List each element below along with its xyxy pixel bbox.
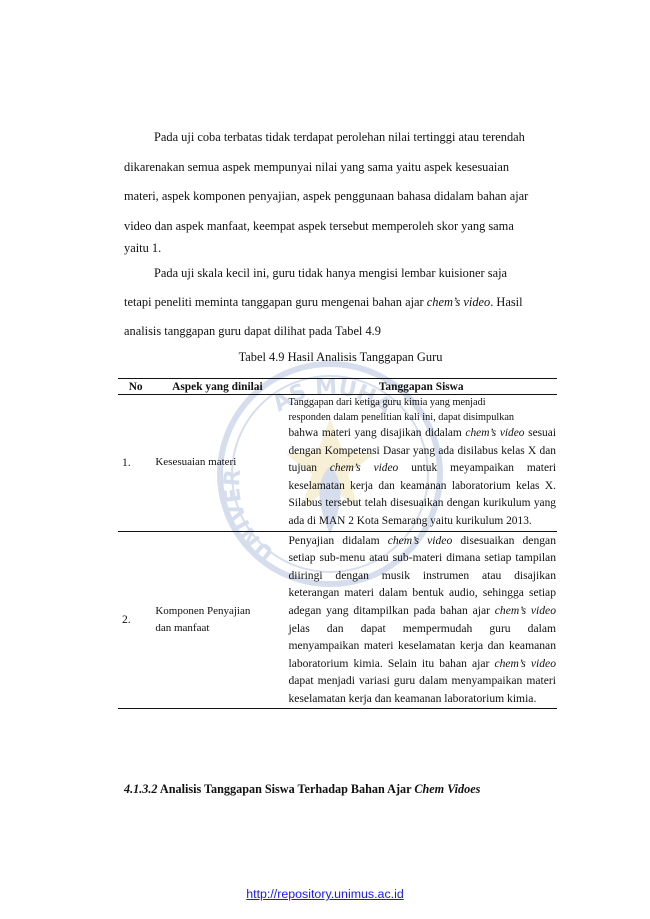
row-aspect: Kesesuaian materi — [149, 394, 286, 532]
paragraph-2-line: tetapi peneliti meminta tanggapan guru m… — [124, 294, 523, 309]
table-row: 2. Komponen Penyajian dan manfaat Penyaj… — [118, 531, 557, 709]
table-header-row: No Aspek yang dinilai Tanggapan Siswa — [118, 378, 557, 395]
paragraph-1: Pada uji coba terbatas tidak terdapat pe… — [124, 123, 557, 255]
header-no: No — [118, 378, 150, 395]
paragraph-2-line: Pada uji skala kecil ini, guru tidak han… — [154, 266, 508, 280]
section-title: Analisis Tanggapan Siswa Terhadap Bahan … — [157, 782, 415, 796]
section-title-italic: Chem Vidoes — [414, 782, 481, 796]
response-table: No Aspek yang dinilai Tanggapan Siswa 1.… — [118, 378, 557, 709]
paragraph-2-line: analisis tanggapan guru dapat dilihat pa… — [124, 323, 381, 338]
repository-link[interactable]: http://repository.unimus.ac.id — [246, 887, 404, 901]
footer: http://repository.unimus.ac.id — [0, 887, 650, 901]
table-row: 1. Kesesuaian materi Tanggapan dari keti… — [118, 394, 557, 532]
row-aspect: Komponen Penyajian dan manfaat — [149, 531, 286, 709]
table-caption: Tabel 4.9 Hasil Analisis Tanggapan Guru — [238, 350, 443, 364]
row-response: Tanggapan dari ketiga guru kimia yang me… — [285, 394, 557, 532]
paragraph-1-line: dikarenakan semua aspek mempunyai nilai … — [124, 159, 510, 174]
paragraph-1-line: video dan aspek manfaat, keempat aspek t… — [124, 218, 514, 233]
row-response: Penyajian didalam chem’s video disesuaik… — [285, 531, 557, 709]
section-number: 4.1.3.2 — [124, 782, 158, 796]
header-aspect: Aspek yang dinilai — [149, 378, 286, 395]
paragraph-1-line: materi, aspek komponen penyajian, aspek … — [124, 189, 529, 204]
header-response: Tanggapan Siswa — [285, 378, 557, 395]
section-heading: 4.1.3.2 Analisis Tanggapan Siswa Terhada… — [124, 782, 480, 797]
paragraph-1-line: yaitu 1. — [124, 241, 162, 256]
paragraph-2: Pada uji skala kecil ini, guru tidak han… — [124, 259, 557, 345]
row-number: 2. — [118, 531, 150, 709]
paragraph-1-line: Pada uji coba terbatas tidak terdapat pe… — [154, 130, 525, 144]
row-number: 1. — [118, 394, 150, 532]
